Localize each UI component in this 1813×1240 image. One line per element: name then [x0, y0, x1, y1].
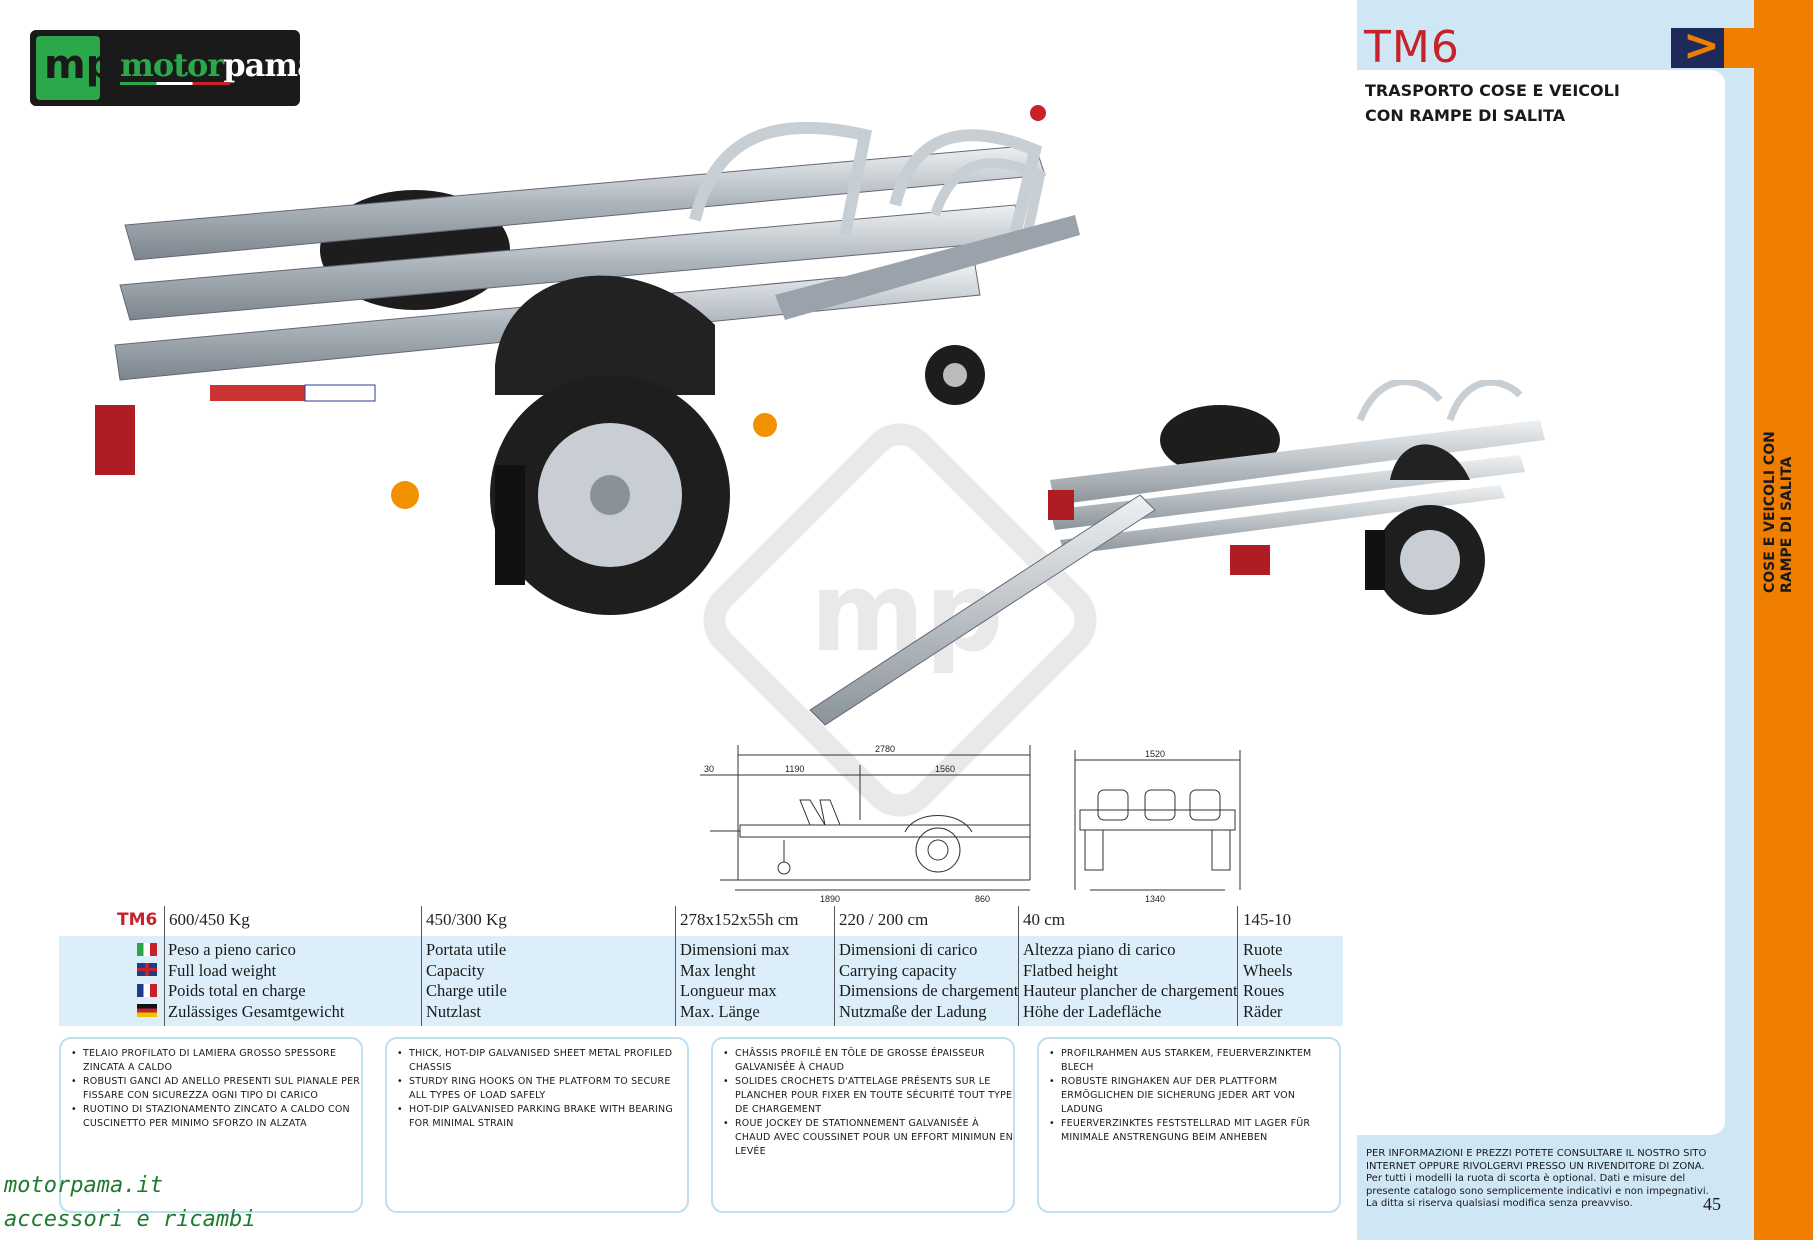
side-label-line: RAMPE DI SALITA [1779, 456, 1795, 593]
dim-front-offset: 30 [704, 764, 714, 774]
feature-item: THICK, HOT-DIP GALVANISED SHEET METAL PR… [397, 1047, 687, 1075]
feature-item: HOT-DIP GALVANISED PARKING BRAKE WITH BE… [397, 1103, 687, 1131]
dim-hitch-length: 1190 [785, 764, 804, 774]
spec-table-body [59, 936, 1343, 1026]
spec-value: 220 / 200 cm [839, 910, 929, 929]
info-line: PER INFORMAZIONI E PREZZI POTETE CONSULT… [1366, 1148, 1707, 1172]
feature-item: ROUE JOCKEY DE STATIONNEMENT GALVANISÉE … [723, 1117, 1013, 1159]
table-divider [675, 906, 676, 1026]
site-tagline-text: accessori e ricambi [4, 1207, 256, 1232]
info-note: PER INFORMAZIONI E PREZZI POTETE CONSULT… [1366, 1148, 1716, 1211]
side-label-line: COSE E VEICOLI CON [1762, 431, 1778, 593]
brand-logo: mp motorpama [30, 30, 318, 106]
feature-item: CHÂSSIS PROFILÉ EN TÔLE DE GROSSE ÉPAISS… [723, 1047, 1013, 1075]
table-divider [834, 906, 835, 1026]
orange-side-bar [1754, 0, 1813, 1240]
table-divider [1018, 906, 1019, 1026]
technical-drawing: 2780 30 1190 1560 1890 860 1520 1340 [700, 744, 1241, 904]
chevron-right-icon: > [1683, 20, 1720, 71]
dim-track-width: 1340 [1145, 894, 1165, 904]
feature-item: ROBUSTI GANCI AD ANELLO PRESENTI SUL PIA… [71, 1075, 361, 1103]
uk-flag-icon [137, 963, 157, 976]
germany-flag-icon [137, 1004, 157, 1017]
watermark-logo: mp [703, 423, 1097, 817]
feature-item: TELAIO PROFILATO DI LAMIERA GROSSO SPESS… [71, 1047, 361, 1075]
dim-axle-to-rear: 860 [975, 894, 990, 904]
info-line: Per tutti i modelli la ruota di scorta è… [1366, 1173, 1709, 1197]
spec-value: 600/450 Kg [169, 910, 250, 929]
page-number: 45 [1703, 1194, 1721, 1214]
feature-item: STURDY RING HOOKS ON THE PLATFORM TO SEC… [397, 1075, 687, 1103]
trailer-photo-ramp [809, 380, 1545, 726]
table-divider [421, 906, 422, 1026]
model-subtitle: TRASPORTO COSE E VEICOLI CON RAMPE DI SA… [1365, 78, 1665, 128]
dim-total-width: 1520 [1145, 749, 1165, 759]
france-flag-icon [137, 984, 157, 997]
spec-value: 278x152x55h cm [680, 910, 799, 929]
section-arrow-box [1671, 28, 1724, 68]
info-line: La ditta si riserva qualsiasi modifica s… [1366, 1198, 1633, 1209]
table-divider [164, 906, 165, 1026]
logo-mark-icon: mp [36, 36, 114, 100]
spec-model-label: TM6 [117, 910, 158, 930]
features-french: CHÂSSIS PROFILÉ EN TÔLE DE GROSSE ÉPAISS… [711, 1037, 1015, 1213]
feature-item: RUOTINO DI STAZIONAMENTO ZINCATO A CALDO… [71, 1103, 361, 1131]
feature-item: FEUERVERZINKTES FESTSTELLRAD MIT LAGER F… [1049, 1117, 1339, 1145]
dim-hitch-to-axle: 1890 [820, 894, 840, 904]
features-italian: TELAIO PROFILATO DI LAMIERA GROSSO SPESS… [59, 1037, 363, 1213]
italy-flag-icon [137, 943, 157, 956]
feature-item: SOLIDES CROCHETS D'ATTELAGE PRÉSENTS SUR… [723, 1075, 1013, 1117]
spec-value: 450/300 Kg [426, 910, 507, 929]
features-german: PROFILRAHMEN AUS STARKEM, FEUERVERZINKTE… [1037, 1037, 1341, 1213]
subtitle-line: CON RAMPE DI SALITA [1365, 106, 1566, 125]
site-url-text: motorpama.it [4, 1173, 163, 1198]
side-section-label: COSE E VEICOLI CON RAMPE DI SALITA [1762, 363, 1798, 593]
section-arrow-accent [1724, 28, 1754, 68]
dim-total-length: 2780 [875, 744, 895, 754]
spec-value: 40 cm [1023, 910, 1066, 929]
feature-item: PROFILRAHMEN AUS STARKEM, FEUERVERZINKTE… [1049, 1047, 1339, 1075]
logo-flag-stripe [120, 82, 230, 85]
model-title: TM6 [1364, 22, 1460, 73]
table-divider [1237, 906, 1238, 1026]
trailer-photo-main [95, 105, 1080, 615]
dim-bed-length: 1560 [935, 764, 955, 774]
feature-item: ROBUSTE RINGHAKEN AUF DER PLATTFORM ERMÖ… [1049, 1075, 1339, 1117]
spec-value: 145-10 [1243, 910, 1292, 929]
features-english: THICK, HOT-DIP GALVANISED SHEET METAL PR… [385, 1037, 689, 1213]
spec-values-row: TM6 600/450 Kg 450/300 Kg 278x152x55h cm… [59, 906, 1343, 934]
logo-wordmark: motorpama [120, 46, 318, 84]
subtitle-line: TRASPORTO COSE E VEICOLI [1365, 81, 1620, 100]
